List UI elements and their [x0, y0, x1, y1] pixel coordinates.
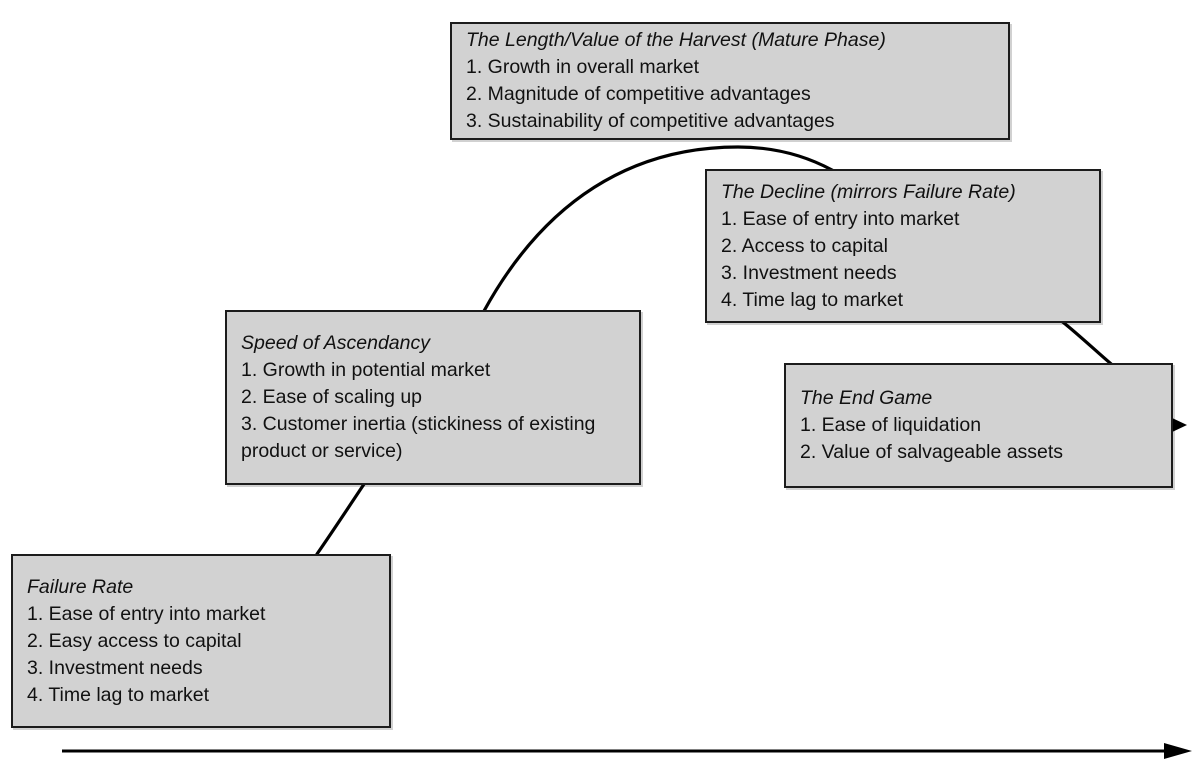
box-title: The Length/Value of the Harvest (Mature … [466, 29, 886, 51]
box-list-item: 4. Time lag to market [721, 288, 904, 311]
box-list-item: 1. Ease of liquidation [800, 414, 982, 436]
box-title: The Decline (mirrors Failure Rate) [721, 180, 1016, 203]
phase-box-harvest: The Length/Value of the Harvest (Mature … [450, 22, 1010, 140]
phase-box-ascendancy: Speed of Ascendancy 1. Growth in potenti… [225, 310, 641, 485]
box-list-item: 3. Customer inertia (stickiness of exist… [241, 413, 596, 462]
phase-box-decline: The Decline (mirrors Failure Rate) 1. Ea… [705, 169, 1101, 323]
box-list-item: 2. Access to capital [721, 234, 888, 257]
phase-box-endgame: The End Game 1. Ease of liquidation 2. V… [784, 363, 1173, 488]
box-list-item: 2. Easy access to capital [27, 629, 242, 652]
x-axis-arrowhead-icon [1164, 743, 1192, 759]
box-list-item: 3. Sustainability of competitive advanta… [466, 110, 835, 132]
box-list-item: 1. Growth in overall market [466, 56, 700, 78]
box-list-item: 2. Value of salvageable assets [800, 441, 1064, 463]
box-list-item: 1. Ease of entry into market [27, 602, 266, 625]
phase-box-failure: Failure Rate 1. Ease of entry into marke… [11, 554, 391, 728]
box-title: Speed of Ascendancy [241, 332, 430, 354]
box-list-item: 2. Ease of scaling up [241, 386, 423, 408]
box-list-item: 3. Investment needs [27, 656, 203, 679]
box-list-item: 1. Ease of entry into market [721, 207, 960, 230]
box-title: The End Game [800, 387, 933, 409]
box-list-item: 1. Growth in potential market [241, 359, 491, 381]
curve-arrowhead-icon [1170, 417, 1187, 433]
box-list-item: 2. Magnitude of competitive advantages [466, 83, 811, 105]
box-list-item: 4. Time lag to market [27, 683, 210, 706]
box-list-item: 3. Investment needs [721, 261, 897, 284]
box-title: Failure Rate [27, 575, 134, 598]
